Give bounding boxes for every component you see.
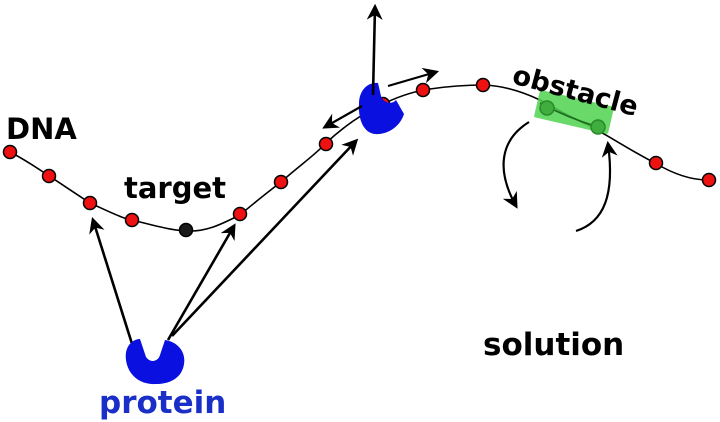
dna-label: DNA xyxy=(6,112,77,146)
dna-site xyxy=(475,77,491,93)
dna-site xyxy=(273,174,289,190)
bypass-arrow-left xyxy=(502,121,530,209)
protein-free-icon xyxy=(125,339,185,385)
dna-site xyxy=(318,136,334,152)
obstacle-site xyxy=(539,100,555,116)
dna-site xyxy=(124,212,140,228)
dna-site xyxy=(415,82,431,98)
dna-site xyxy=(232,206,248,222)
slide-forward-arrow xyxy=(387,67,440,88)
jump-arrow xyxy=(171,138,359,337)
obstacle-site xyxy=(590,119,606,135)
jump-arrows xyxy=(89,138,359,348)
slide-backward-arrow xyxy=(322,105,363,129)
dna-site xyxy=(701,172,717,188)
solution-label: solution xyxy=(483,327,624,363)
dissociation-arrow xyxy=(366,3,383,96)
obstacle xyxy=(534,90,614,135)
protein-bound-icon xyxy=(358,82,404,135)
dna-site xyxy=(648,155,664,171)
protein-label: protein xyxy=(99,385,226,421)
target-label: target xyxy=(124,171,226,205)
jump-arrow xyxy=(166,223,236,341)
target-site xyxy=(178,222,194,238)
bypass-arrow-right xyxy=(575,140,618,233)
dna-site xyxy=(82,195,98,211)
jump-arrow xyxy=(89,216,135,348)
dna-site xyxy=(2,144,18,160)
dna-site xyxy=(41,168,57,184)
